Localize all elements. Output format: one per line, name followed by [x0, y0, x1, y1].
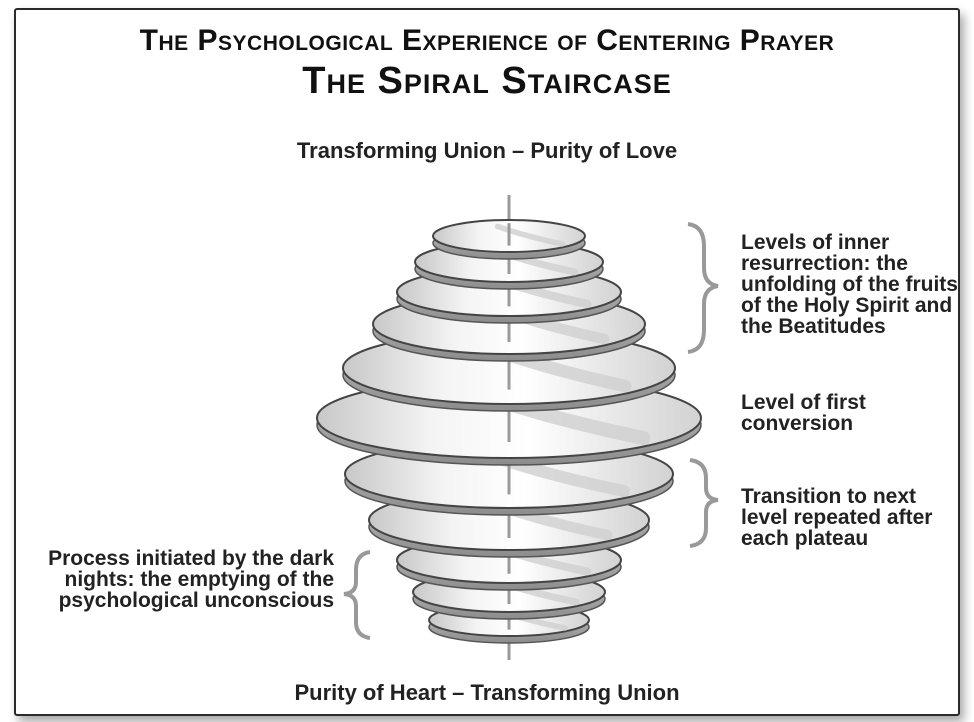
- title-line-1: The Psychological Experience of Centerin…: [139, 24, 835, 57]
- spiral-discs: [316, 219, 702, 644]
- label-first-conversion: Level of first conversion: [741, 391, 866, 435]
- label-transition: Transition to next level repeated after …: [741, 485, 933, 550]
- label-inner-resurrection: Levels of inner resurrection: the unfold…: [741, 231, 958, 338]
- top-label: Transforming Union – Purity of Love: [296, 138, 678, 163]
- spiral-disc: [432, 219, 586, 260]
- brace-transition: [689, 458, 719, 548]
- brace-dark-nights: [343, 550, 371, 640]
- bottom-label: Purity of Heart – Transforming Union: [294, 680, 680, 705]
- title-line-2: The Spiral Staircase: [302, 60, 672, 102]
- brace-inner-resurrection: [687, 222, 719, 354]
- label-dark-nights: Process initiated by the dark nights: th…: [48, 547, 334, 612]
